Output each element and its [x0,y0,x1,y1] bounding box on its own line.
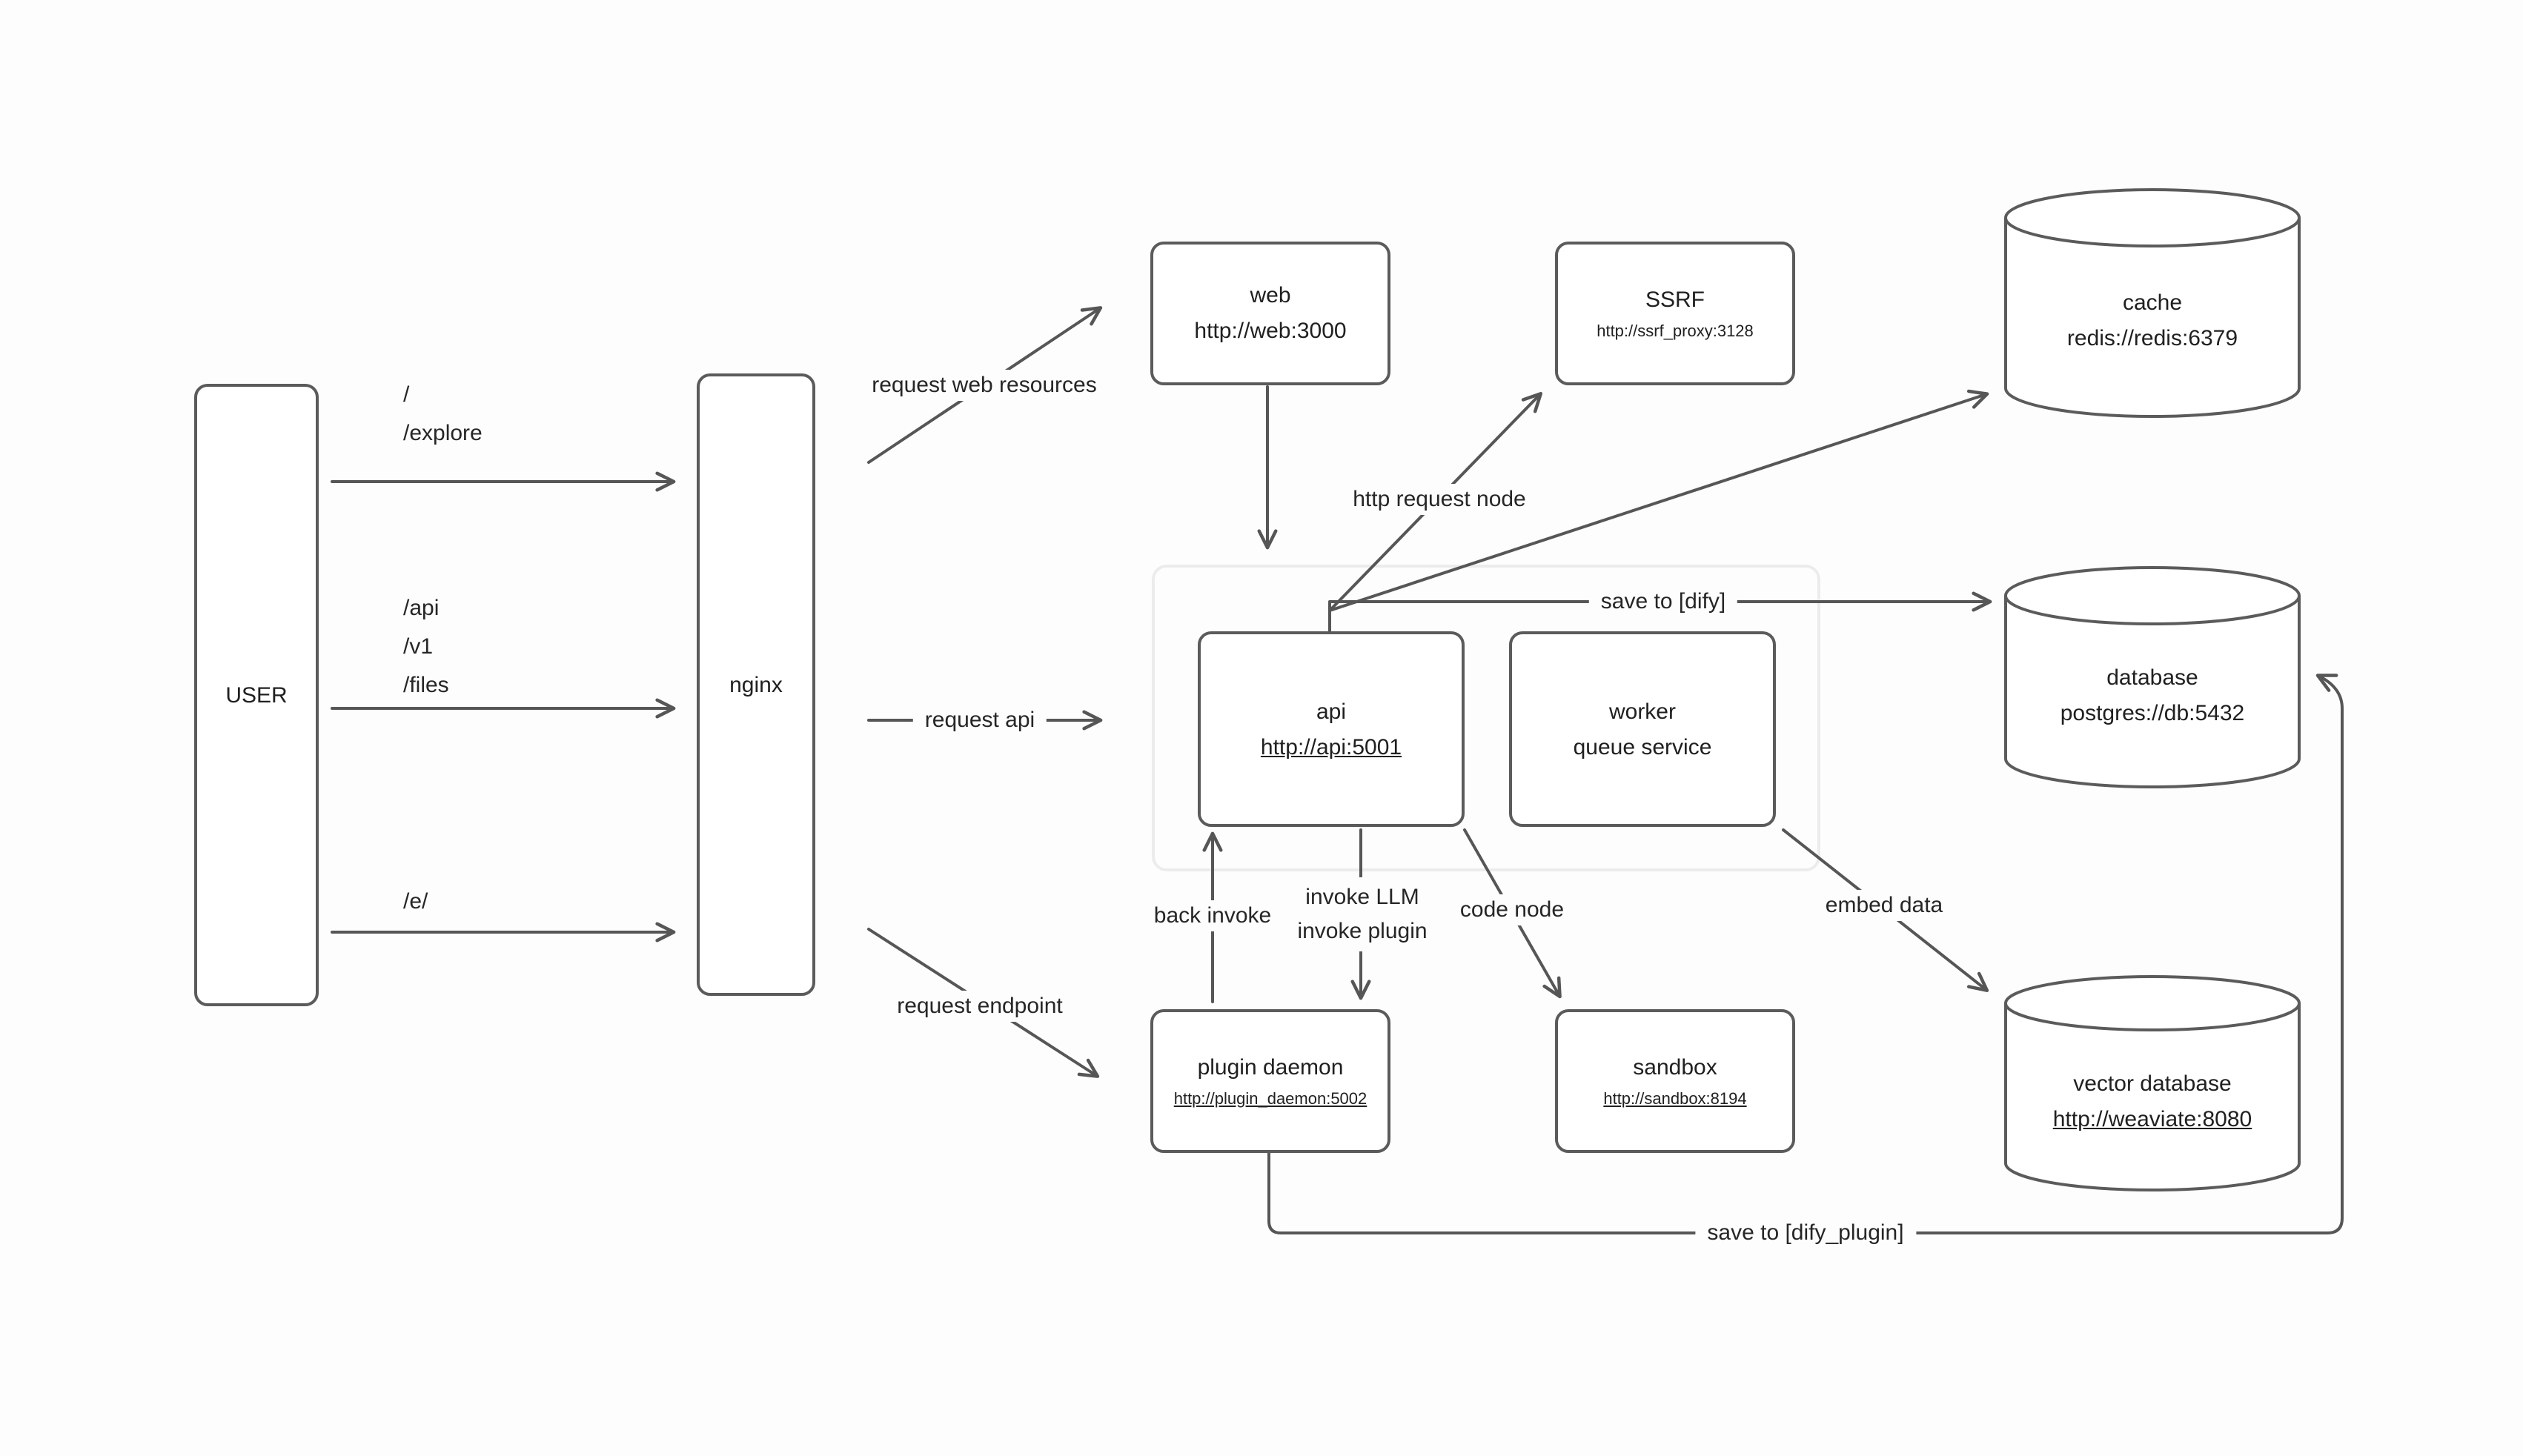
cylinder-shape [2004,566,2301,788]
node-worker: worker queue service [1509,631,1776,827]
edge-label-http-request-node: http request node [1341,484,1538,515]
node-database-title: database [2106,665,2198,690]
edge-label-user-e: /e/ [403,883,428,922]
route-root: / [403,382,410,408]
node-worker-title: worker [1608,699,1676,724]
node-plugin-daemon-title: plugin daemon [1197,1054,1344,1080]
node-web-url: http://web:3000 [1194,319,1347,344]
node-worker-subtitle: queue service [1573,734,1712,759]
route-files: /files [403,673,449,698]
node-ssrf: SSRF http://ssrf_proxy:3128 [1555,242,1795,385]
node-ssrf-title: SSRF [1645,287,1705,312]
node-user: USER [194,384,319,1006]
node-vector-database: vector database http://weaviate:8080 [2003,974,2302,1193]
node-sandbox-title: sandbox [1633,1054,1717,1080]
node-cache-title: cache [2122,290,2183,316]
node-user-label: USER [225,682,288,708]
node-cache: cache redis://redis:6379 [2003,187,2302,419]
edge-label-code-node: code node [1448,894,1577,925]
node-sandbox: sandbox http://sandbox:8194 [1555,1009,1795,1153]
edge-label-save-to-dify: save to [dify] [1588,586,1738,617]
node-database: database postgres://db:5432 [2003,565,2302,790]
edge-plugin-daemon-database-save [1267,674,2344,1234]
edge-api-cache [1328,389,1989,612]
node-sandbox-url-link[interactable]: http://sandbox:8194 [1603,1090,1747,1108]
edge-label-invoke-llm: invoke LLM [1305,885,1419,910]
node-plugin-daemon-url-link[interactable]: http://plugin_daemon:5002 [1173,1090,1367,1108]
route-explore: /explore [403,421,483,446]
route-v1: /v1 [403,634,434,659]
node-nginx-label: nginx [729,672,783,697]
node-web-title: web [1250,283,1291,308]
node-ssrf-url: http://ssrf_proxy:3128 [1597,322,1754,340]
edge-label-invoke: invoke LLM invoke plugin [1285,877,1439,951]
edge-label-request-web-resources: request web resources [860,370,1109,401]
node-vector-database-url-link[interactable]: http://weaviate:8080 [2052,1106,2252,1131]
node-api-title: api [1316,699,1347,724]
edge-label-back-invoke: back invoke [1141,900,1284,931]
node-api-url-link[interactable]: http://api:5001 [1260,734,1402,759]
edge-label-embed-data: embed data [1813,890,1955,921]
node-cache-url: redis://redis:6379 [2066,326,2238,351]
node-vector-database-title: vector database [2073,1071,2232,1096]
edge-label-user-api-v1-files: /api /v1 /files [403,590,449,705]
edge-label-invoke-plugin: invoke plugin [1297,919,1428,944]
cylinder-shape [2004,975,2301,1191]
node-api: api http://api:5001 [1198,631,1465,827]
edge-label-user-root-explore: / /explore [403,376,483,453]
edge-label-request-api: request api [912,705,1047,736]
edge-label-request-endpoint: request endpoint [885,991,1075,1022]
edge-label-save-to-dify-plugin: save to [dify_plugin] [1695,1217,1916,1249]
node-nginx: nginx [697,373,815,996]
route-e: /e/ [403,889,428,914]
node-plugin-daemon: plugin daemon http://plugin_daemon:5002 [1150,1009,1390,1153]
node-web: web http://web:3000 [1150,242,1390,385]
cylinder-shape [2004,188,2301,418]
route-api: /api [403,596,440,621]
node-database-url: postgres://db:5432 [2060,700,2245,725]
